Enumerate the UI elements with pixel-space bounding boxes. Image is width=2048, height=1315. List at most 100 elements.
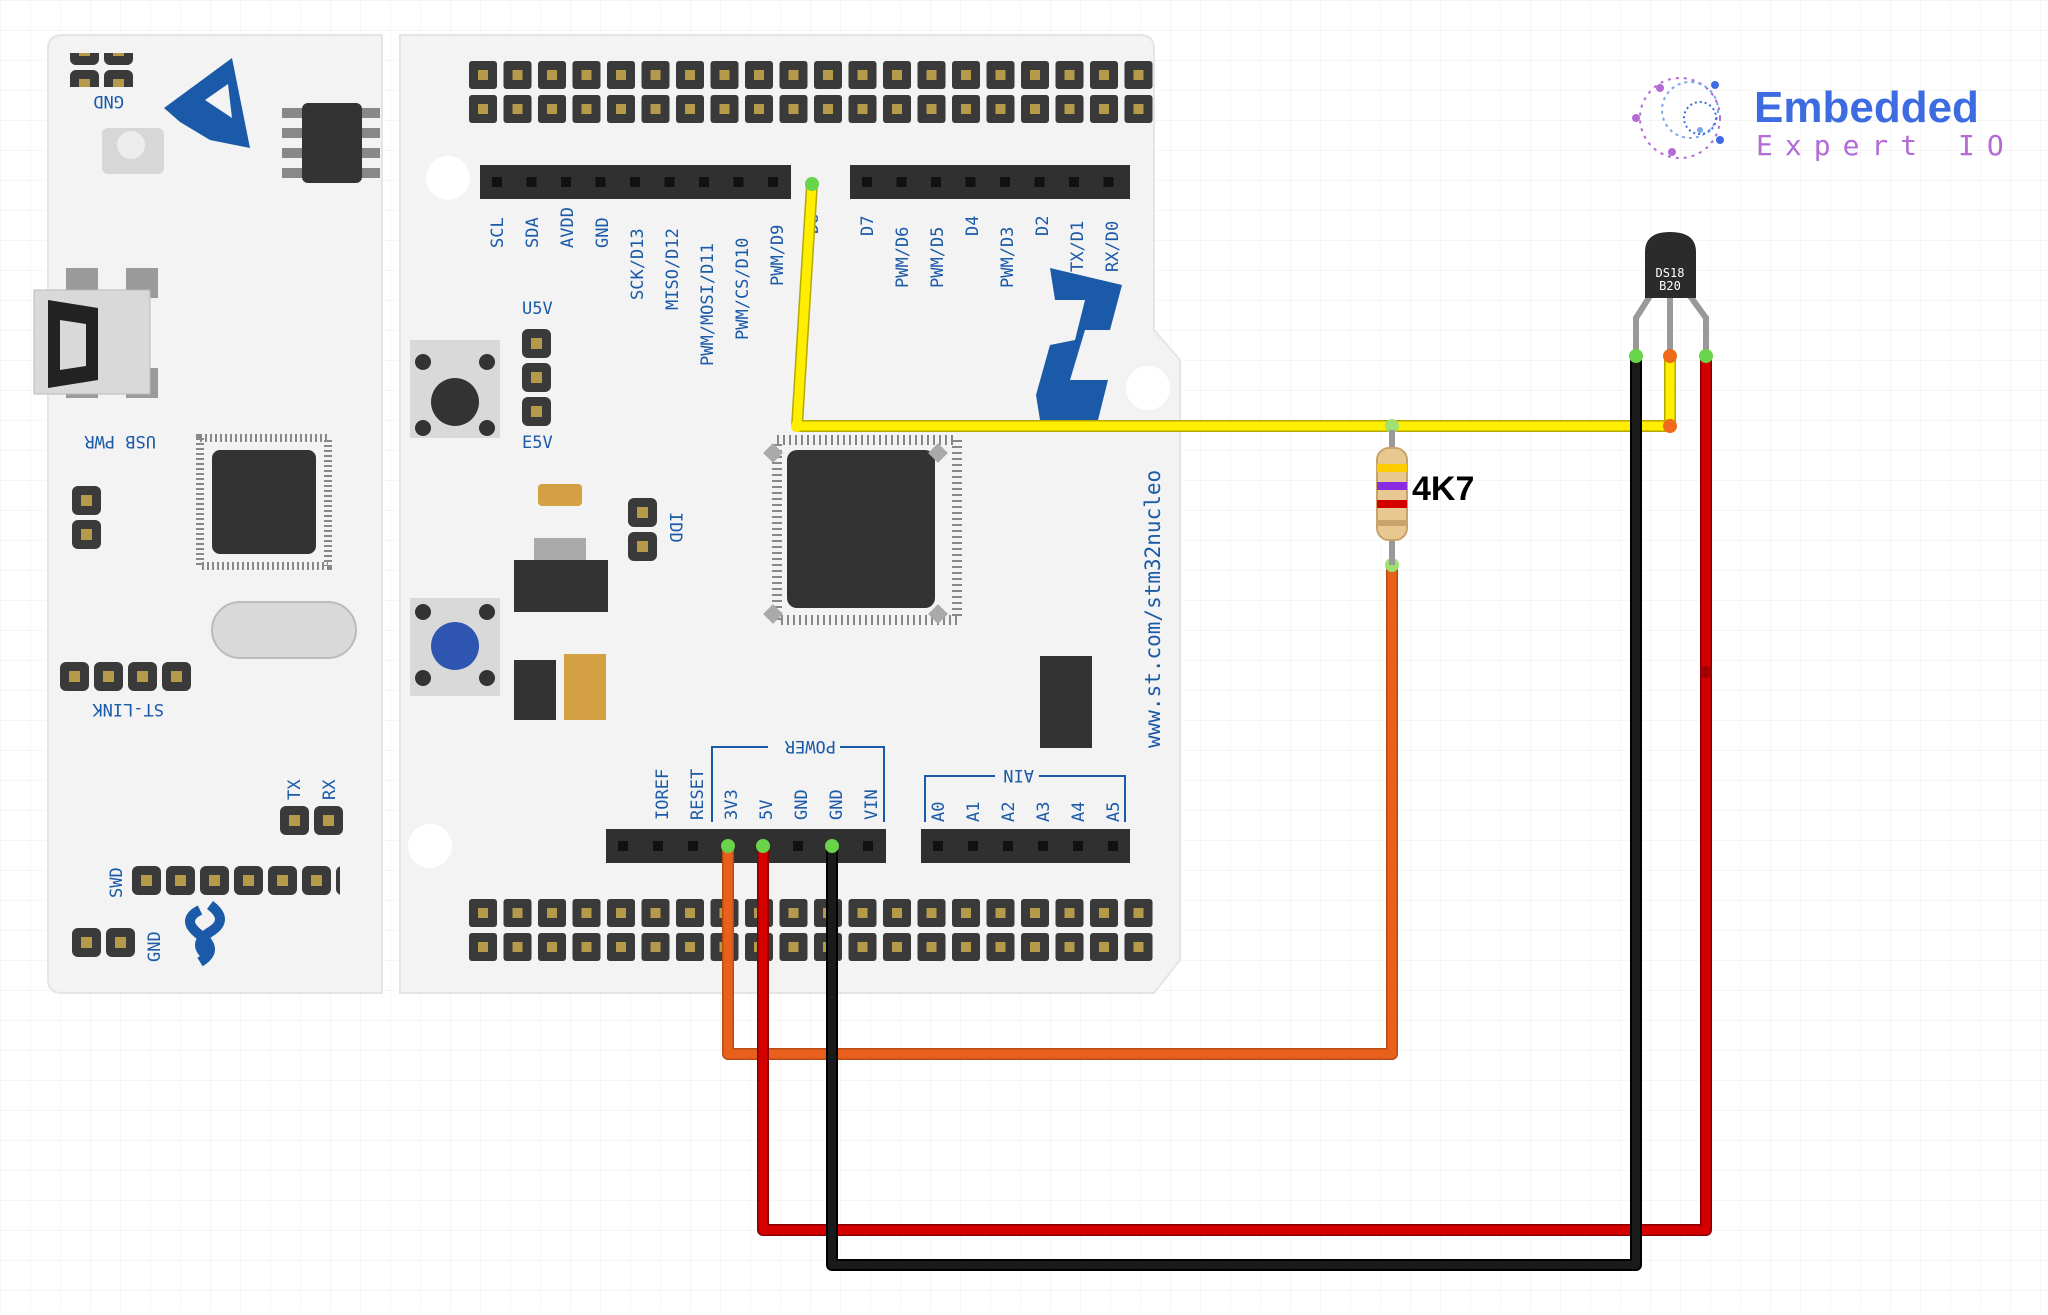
pin-label: A5 [1104, 802, 1124, 822]
pin-label: A1 [964, 802, 984, 822]
mcu-body [787, 450, 935, 608]
wire-gnd [828, 352, 1640, 1269]
pin-label: GND [827, 789, 847, 820]
header-2pin [70, 484, 104, 552]
swd-header [130, 864, 340, 898]
wire-bend [1700, 666, 1712, 678]
st-small-logo [164, 58, 250, 148]
gnd-label: GND [93, 91, 124, 111]
button-cap [431, 622, 479, 670]
usb-connector [33, 268, 158, 398]
button-corner [479, 420, 495, 436]
pin-label: PWM/D9 [768, 225, 788, 286]
pin-endpoint [1629, 349, 1643, 363]
pin-label: PWM/MOSI/D11 [698, 243, 718, 366]
pin-label: 3V3 [722, 789, 742, 820]
pin-label: PWM/CS/D10 [733, 238, 753, 340]
band-violet [1377, 482, 1407, 490]
mcu-corner [928, 443, 948, 463]
brand-logo: Embedded Expert IO [1632, 77, 2004, 162]
user-button[interactable] [410, 598, 500, 696]
nucleo-board: SCL SDA AVDD GND SCK/D13 MISO/D12 PWM/MO… [33, 34, 1181, 994]
pin-endpoint [756, 839, 770, 853]
brand-mark-icon [1632, 77, 1724, 159]
gnd-bottom-label: GND [145, 931, 165, 962]
pin-label: AVDD [558, 207, 578, 248]
stlink-header [58, 660, 194, 694]
mcu-corner [763, 443, 783, 463]
band-yellow [1377, 464, 1407, 472]
main-mcu [763, 435, 962, 625]
pin-endpoint [721, 839, 735, 853]
rx-label: RX [320, 779, 340, 800]
button-corner [415, 604, 431, 620]
sensor-lead-vcc [1687, 294, 1709, 356]
swd-label: SWD [107, 867, 127, 898]
pin-label: A3 [1034, 802, 1054, 822]
mount-hole [426, 156, 470, 200]
pin-label: D2 [1033, 216, 1053, 236]
crystal [211, 601, 357, 659]
st-link-logo [185, 901, 225, 967]
wire-bend [1663, 419, 1677, 433]
button-cap [431, 378, 479, 426]
stlink-mcu [196, 434, 332, 570]
usb-pwr-label: USB PWR [84, 431, 156, 451]
gnd-header-bottom [70, 926, 138, 960]
stlink-mcu-body [212, 450, 316, 554]
eeprom-chip [282, 103, 380, 183]
pin-label: TX/D1 [1068, 221, 1088, 272]
tx-rx-header [278, 804, 346, 838]
ain-label-bg [995, 766, 1039, 784]
pin-endpoint [1385, 419, 1399, 433]
pin-endpoint [1663, 349, 1677, 363]
button-corner [479, 604, 495, 620]
pin-endpoint [805, 177, 819, 191]
pin-label: GND [593, 217, 613, 248]
band-gold [1377, 520, 1407, 526]
analog-header [921, 829, 1130, 863]
reset-button[interactable] [410, 340, 500, 438]
mcu-corner [928, 604, 948, 624]
regulator [514, 560, 608, 612]
pin-label: IOREF [653, 769, 673, 820]
wire-bend [791, 420, 803, 432]
st-small-logo-cut [205, 84, 232, 118]
ds18b20-sensor: DS18 B20 [1629, 232, 1713, 363]
mcu-corner [763, 604, 783, 624]
button-corner [479, 354, 495, 370]
wire-vcc [758, 351, 1711, 1235]
sensor-label-2: B20 [1659, 279, 1681, 293]
pin-endpoint [825, 839, 839, 853]
mount-hole [408, 824, 452, 868]
pin-label: SCL [488, 217, 508, 248]
header-labels-top: SCL SDA AVDD GND SCK/D13 MISO/D12 PWM/MO… [488, 207, 1123, 366]
power-select-jumper [520, 327, 554, 429]
stlink-labels: GND USB PWR ST-LINK TX RX SWD GND U5V E5… [84, 91, 685, 962]
pin-label: SDA [523, 217, 543, 248]
pin-label: A4 [1069, 802, 1089, 822]
pin-label: D4 [963, 216, 983, 236]
gnd-header-top [70, 53, 138, 87]
pin-label: RESET [688, 769, 708, 820]
pin-label: 5V [757, 800, 777, 820]
morpho-header-bottom [467, 897, 1157, 965]
pin-label: VIN [862, 789, 882, 820]
pin-endpoint [1699, 349, 1713, 363]
tx-label: TX [285, 779, 305, 800]
button-corner [415, 670, 431, 686]
wires [721, 177, 1712, 1271]
mount-hole [1126, 366, 1170, 410]
arduino-header-right [850, 165, 1130, 199]
idd-label: IDD [665, 512, 685, 543]
power-label-bg [768, 738, 840, 756]
pin-label: SCK/D13 [628, 228, 648, 300]
sensor-lead-gnd [1633, 294, 1653, 356]
button-corner [415, 354, 431, 370]
button-corner [415, 420, 431, 436]
idd-jumper [626, 496, 660, 564]
sensor-body [1645, 232, 1696, 298]
chip-body [302, 103, 362, 183]
